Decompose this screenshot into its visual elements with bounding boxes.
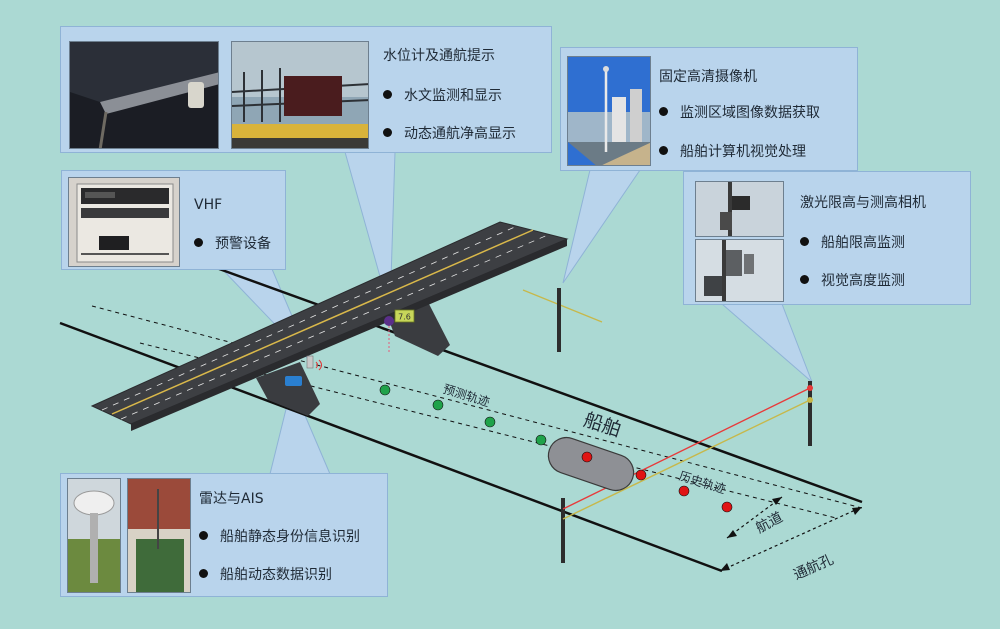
vhf-item-1-text: 预警设备 bbox=[215, 236, 271, 252]
radar-ais-item-2-text: 船舶动态数据识别 bbox=[220, 567, 332, 583]
radar-ais-item-2: 船舶动态数据识别 bbox=[199, 564, 332, 584]
riverside-camera-pole-photo bbox=[567, 56, 651, 166]
channel-width-arrow bbox=[726, 496, 783, 539]
radar-ais-item-1: 船舶静态身份信息识别 bbox=[199, 526, 360, 546]
predicted-track-dot-1 bbox=[379, 384, 391, 396]
hd-camera-callout: 固定高清摄像机 监测区域图像数据获取 船舶计算机视觉处理 bbox=[560, 47, 858, 171]
laser-callout-pointer bbox=[720, 303, 813, 383]
camera-view-line bbox=[522, 289, 603, 323]
vhf-callout: VHF 预警设备 bbox=[61, 170, 286, 270]
bullet-dot bbox=[383, 128, 392, 137]
vhf-equipment-rack-photo bbox=[68, 177, 180, 267]
bridge-height-sign-text: 7.6 bbox=[398, 313, 411, 322]
radar-dome-photo bbox=[67, 478, 121, 593]
laser-height-item-2-text: 视觉高度监测 bbox=[821, 273, 905, 289]
bullet-dot bbox=[199, 569, 208, 578]
bullet-dot bbox=[800, 275, 809, 284]
hd-camera-item-2-text: 船舶计算机视觉处理 bbox=[680, 144, 806, 160]
camera-callout-pointer bbox=[562, 169, 641, 284]
predicted-track-dot-3 bbox=[484, 416, 496, 428]
laser-height-item-1-text: 船舶限高监测 bbox=[821, 235, 905, 251]
water-level-callout: 水位计及通航提示 水文监测和显示 动态通航净高显示 bbox=[60, 26, 552, 153]
bridge-lane-dash-a bbox=[101, 225, 518, 411]
laser-beam-red bbox=[562, 387, 811, 510]
predicted-track-dots bbox=[379, 384, 547, 446]
radar-ais-callout: 雷达与AIS 船舶静态身份信息识别 船舶动态数据识别 bbox=[60, 473, 388, 597]
channel-boundary-upper bbox=[199, 260, 863, 504]
water-level-callout-title: 水位计及通航提示 bbox=[383, 48, 495, 64]
laser-height-callout-title: 激光限高与测高相机 bbox=[800, 195, 926, 211]
history-track-dots bbox=[581, 451, 733, 513]
hd-camera-callout-title: 固定高清摄像机 bbox=[659, 69, 757, 85]
radar-ais-callout-title: 雷达与AIS bbox=[199, 491, 264, 507]
laser-camera-photo-top bbox=[695, 181, 784, 237]
water-level-item-2-text: 动态通航净高显示 bbox=[404, 126, 516, 142]
history-track-dot-1 bbox=[581, 451, 593, 463]
vhf-device-icon bbox=[306, 355, 322, 371]
history-track-dot-4 bbox=[721, 501, 733, 513]
water-level-item-1-text: 水文监测和显示 bbox=[404, 88, 502, 104]
radar-ais-item-1-text: 船舶静态身份信息识别 bbox=[220, 529, 360, 545]
laser-camera-photo-bottom bbox=[695, 239, 784, 302]
laser-height-item-2: 视觉高度监测 bbox=[800, 270, 905, 290]
hd-camera-item-1-text: 监测区域图像数据获取 bbox=[680, 105, 820, 121]
laser-emitter-red bbox=[807, 385, 813, 391]
laser-height-item-1: 船舶限高监测 bbox=[800, 232, 905, 252]
bridge-deck-side bbox=[131, 239, 567, 431]
bridge-pier-left bbox=[256, 362, 320, 416]
history-track-dot-2 bbox=[635, 469, 647, 481]
water-level-sensor-icon bbox=[384, 316, 394, 326]
bridge-height-sign bbox=[394, 309, 415, 323]
bullet-dot bbox=[383, 90, 392, 99]
ais-equipment-photo bbox=[127, 478, 191, 593]
bullet-dot bbox=[194, 238, 203, 247]
predicted-track-dot-2 bbox=[432, 399, 444, 411]
hd-camera-item-2: 船舶计算机视觉处理 bbox=[659, 141, 806, 161]
channel-boundary-lower bbox=[59, 321, 723, 573]
laser-emitter-yellow bbox=[807, 397, 813, 403]
navigation-span-arrow bbox=[719, 506, 863, 572]
predicted-track-dot-4 bbox=[535, 434, 547, 446]
bridge-lane-divider bbox=[111, 229, 534, 415]
vhf-callout-title: VHF bbox=[194, 197, 223, 213]
bullet-dot bbox=[199, 531, 208, 540]
radar-device-icon bbox=[285, 376, 302, 386]
bullet-dot bbox=[659, 146, 668, 155]
bridge-lane-dash-b bbox=[120, 233, 551, 420]
bridge-display-board-photo bbox=[231, 41, 369, 149]
hd-camera-item-1: 监测区域图像数据获取 bbox=[659, 102, 820, 122]
bullet-dot bbox=[659, 107, 668, 116]
vhf-item-1: 预警设备 bbox=[194, 233, 271, 253]
laser-beam-yellow bbox=[562, 399, 811, 520]
laser-height-callout: 激光限高与测高相机 船舶限高监测 视觉高度监测 bbox=[683, 171, 971, 305]
history-track-dot-3 bbox=[678, 485, 690, 497]
water-level-item-2: 动态通航净高显示 bbox=[383, 123, 516, 143]
ship-hull bbox=[547, 436, 635, 492]
water-level-item-1: 水文监测和显示 bbox=[383, 85, 502, 105]
water-level-sensor-photo bbox=[69, 41, 219, 149]
bullet-dot bbox=[800, 237, 809, 246]
